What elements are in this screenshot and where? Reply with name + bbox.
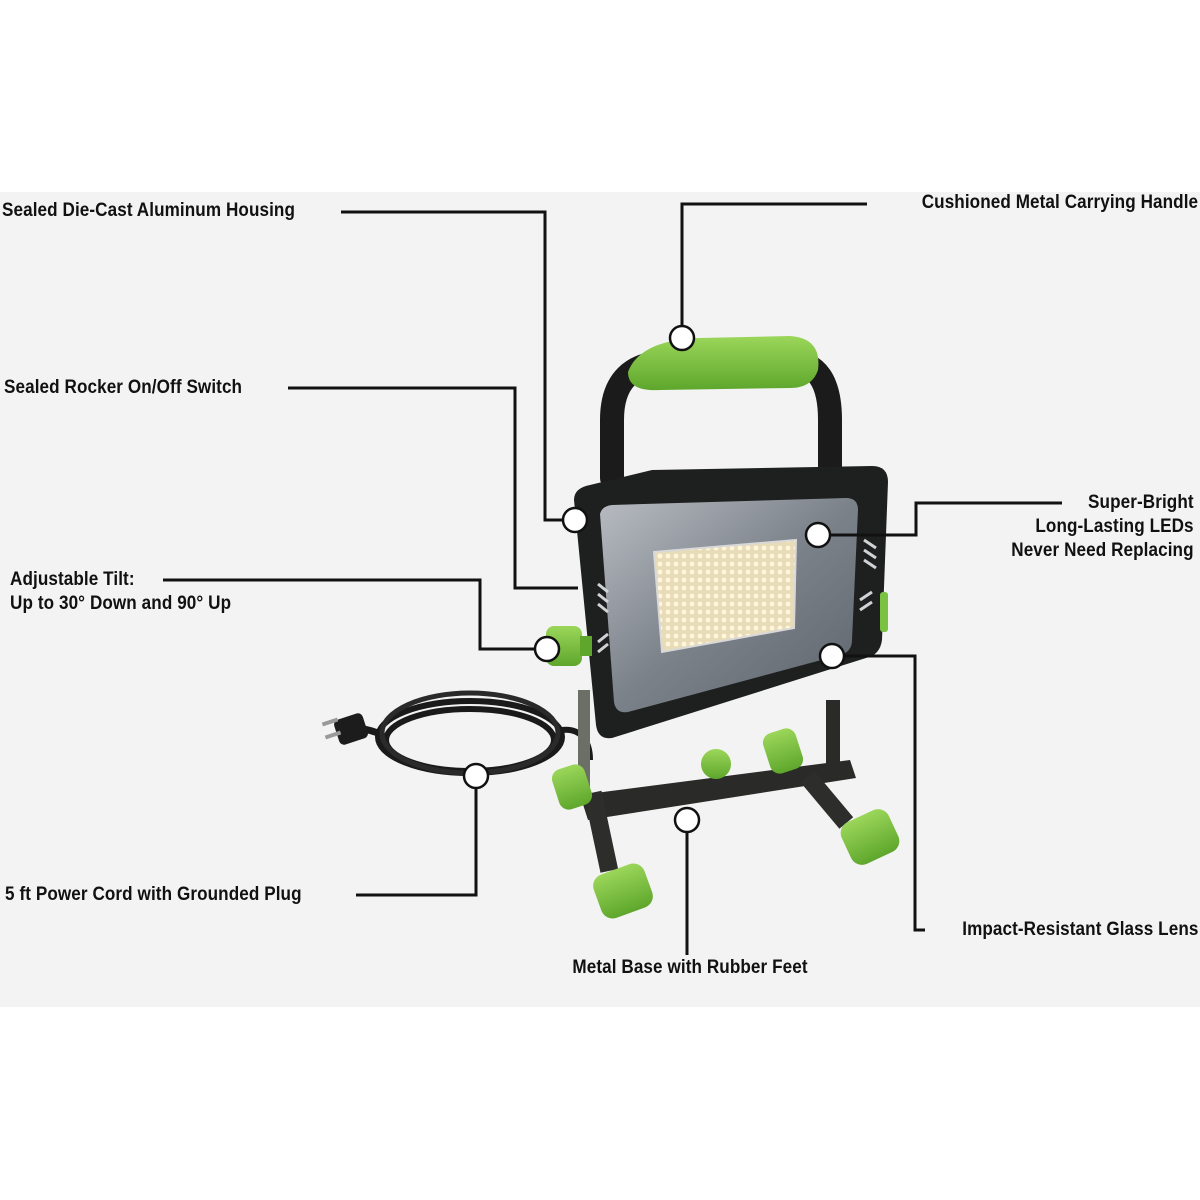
leader-handle [680,202,867,338]
leader-lens [832,654,925,932]
leader-tilt [163,578,547,651]
leader-leds [818,501,1062,537]
dot-tilt [533,635,561,663]
callout-switch: Sealed Rocker On/Off Switch [4,377,243,398]
callout-housing: Sealed Die-Cast Aluminum Housing [2,200,295,221]
dot-housing [561,506,589,534]
dot-leds [804,521,832,549]
leader-cord [356,776,478,897]
dot-handle [668,324,696,352]
callout-leds-line-1: Super-Bright [1088,492,1194,513]
light-housing [574,466,888,739]
power-cord [351,690,593,776]
leader-switch [288,386,578,590]
callout-tilt-line-2: Up to 30° Down and 90° Up [10,593,232,614]
tilt-knob-right [880,592,888,632]
callout-lens: Impact-Resistant Glass Lens [961,919,1198,940]
callout-leds-line-3: Never Need Replacing [1011,540,1194,561]
callout-cord: 5 ft Power Cord with Grounded Plug [5,884,302,905]
callout-handle: Cushioned Metal Carrying Handle [921,192,1198,213]
dot-cord [462,762,490,790]
callout-leds-line-2: Long-Lasting LEDs [1035,516,1194,537]
leader-housing [341,210,575,522]
dot-lens [818,642,846,670]
callout-dots [462,324,846,834]
carrying-handle [600,336,842,490]
leader-lines [163,202,1062,955]
grounded-plug [321,713,368,745]
callout-leds: Super-Bright Long-Lasting LEDs Never Nee… [1012,491,1194,563]
callout-tilt: Adjustable Tilt: Up to 30° Down and 90° … [10,568,231,616]
rubber-feet [551,728,900,919]
callout-base: Metal Base with Rubber Feet [572,957,808,978]
metal-base [580,749,856,873]
callout-tilt-line-1: Adjustable Tilt: [10,569,135,590]
dot-base [673,806,701,834]
